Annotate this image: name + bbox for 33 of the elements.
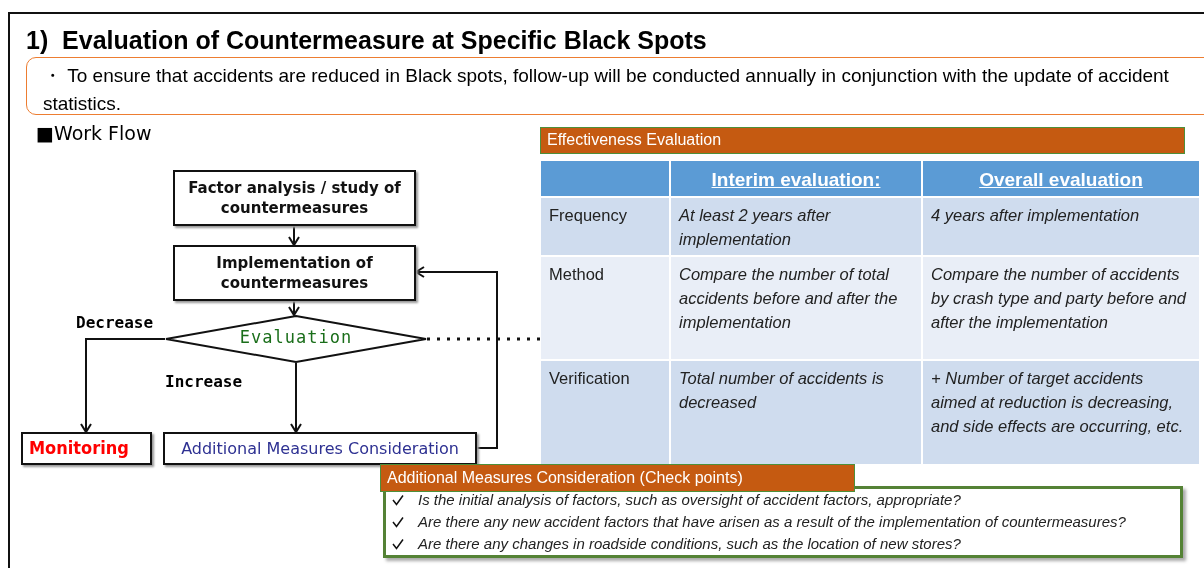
- check-item: Is the initial analysis of factors, such as oversight of accident factors, appropriate?: [418, 490, 961, 510]
- column-heading: Overall evaluation: [923, 161, 1199, 196]
- dotted-connector: [427, 337, 540, 341]
- process-box: Implementation of countermeasures: [173, 245, 416, 301]
- column-heading: Interim evaluation:: [671, 161, 921, 196]
- panel-header: Effectiveness Evaluation: [540, 127, 1185, 154]
- table-text: Total number of accidents is decreased: [671, 361, 921, 464]
- row-heading: Verification: [541, 361, 669, 464]
- checkpoint-panel: [380, 464, 1185, 558]
- arrow: [290, 362, 302, 433]
- row-heading: Method: [541, 257, 669, 359]
- evaluation-panel: [540, 127, 1202, 465]
- arrow: [415, 266, 498, 449]
- section-label: ■Work Flow: [36, 122, 152, 144]
- decision-diamond: Evaluation: [165, 315, 427, 363]
- arrow: [288, 225, 300, 246]
- process-box: Factor analysis / study of countermeasures: [173, 170, 416, 226]
- row-heading: Frequency: [541, 198, 669, 255]
- arrow: [80, 338, 166, 433]
- summary-box: [26, 57, 1204, 115]
- table-text: Compare the number of total accidents before and after the implementation: [671, 257, 921, 359]
- result-box: Additional Measures Consideration: [163, 432, 477, 465]
- slide-title: 1) Evaluation of Countermeasure at Specific Black Spots: [26, 26, 707, 55]
- table-text: Compare the number of accidents by crash type and party before and after the implementation: [923, 257, 1199, 359]
- check-item: Are there any changes in roadside conditions, such as the location of new stores?: [418, 534, 961, 554]
- table-text: + Number of target accidents aimed at reduction is decreasing, and side effects are occurring, etc.: [923, 361, 1199, 464]
- summary-text: ・ To ensure that accidents are reduced in Black spots, follow-up will be conducted annually in conjunction with the update of accident statistics.: [43, 65, 1169, 114]
- result-box: Monitoring: [21, 432, 152, 465]
- panel-header: Additional Measures Consideration (Check points): [380, 464, 855, 492]
- check-item: Are there any new accident factors that have arisen as a result of the implementation of countermeasures?: [418, 512, 1126, 532]
- arrow: [288, 300, 300, 316]
- table-text: At least 2 years after implementation: [671, 198, 921, 255]
- table-text: 4 years after implementation: [923, 198, 1199, 255]
